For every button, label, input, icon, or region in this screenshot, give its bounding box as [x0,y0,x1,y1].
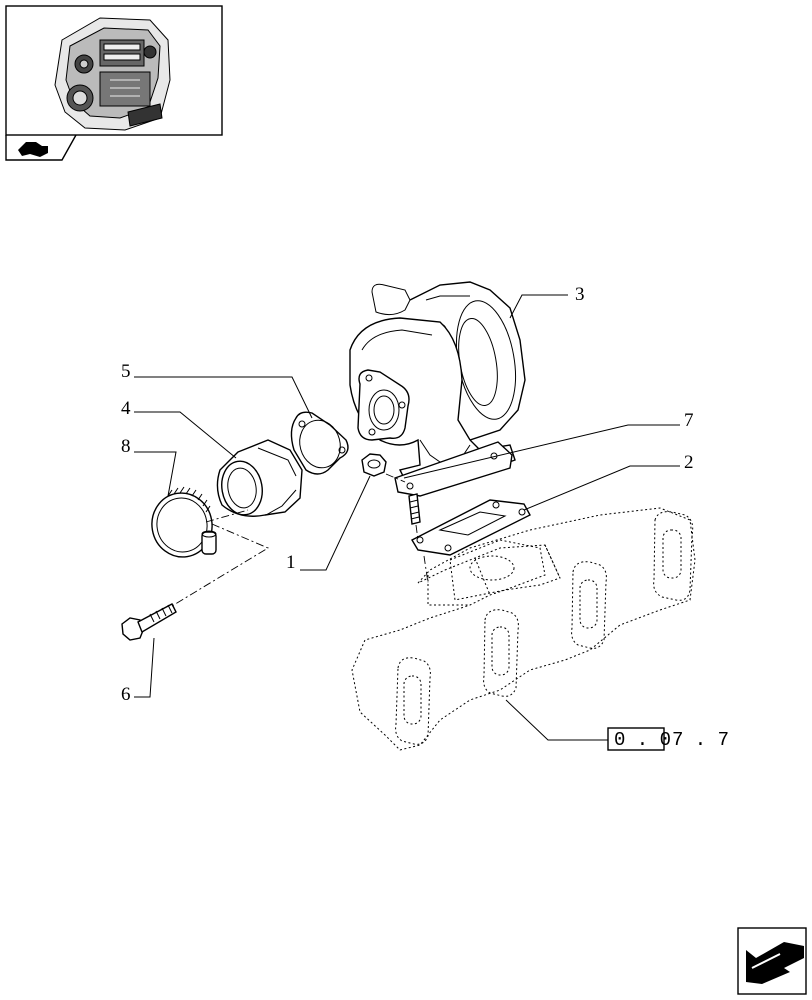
leader-line-2 [523,465,680,511]
leader-line-4 [134,411,237,459]
stud[interactable] [408,493,421,525]
page-reference[interactable]: 0 . 0 7 . 7 [607,727,729,751]
next-page-arrow-icon[interactable] [737,927,807,995]
elbow-pipe[interactable] [216,439,303,518]
callout-8[interactable]: 8 [121,436,131,457]
nut[interactable] [361,453,387,477]
turbocharger[interactable] [349,281,526,497]
leader-line-ref [505,699,608,741]
assembly-line [415,524,419,541]
callout-2[interactable]: 2 [684,452,694,473]
callout-6[interactable]: 6 [121,684,131,705]
leader-line-8 [134,451,177,497]
leader-line-5 [134,376,313,419]
exhaust-manifold [351,507,696,751]
reference-box [607,727,665,751]
reference-rest-text: 7 . 7 [672,729,729,751]
callout-5[interactable]: 5 [121,361,131,382]
section-marker-icon[interactable] [5,134,77,161]
reference-boxed-text: 0 . 0 [614,729,671,751]
assembly-line [423,555,429,584]
assembly-line [171,523,269,607]
callout-3[interactable]: 3 [575,284,585,305]
engine-thumbnail-icon[interactable] [5,5,223,136]
flange-bolt[interactable] [121,603,177,641]
callout-4[interactable]: 4 [121,398,131,419]
leader-line-3 [509,294,568,319]
flange-gasket[interactable] [290,411,349,475]
assembly-line [205,509,249,523]
leader-line-1 [300,475,371,571]
callout-7[interactable]: 7 [684,410,694,431]
leader-line-7 [403,424,680,479]
hose-clamp[interactable] [147,486,217,562]
leader-line-6 [134,637,155,698]
callout-1[interactable]: 1 [286,552,296,573]
assembly-line [385,473,406,483]
gasket[interactable] [411,499,531,556]
